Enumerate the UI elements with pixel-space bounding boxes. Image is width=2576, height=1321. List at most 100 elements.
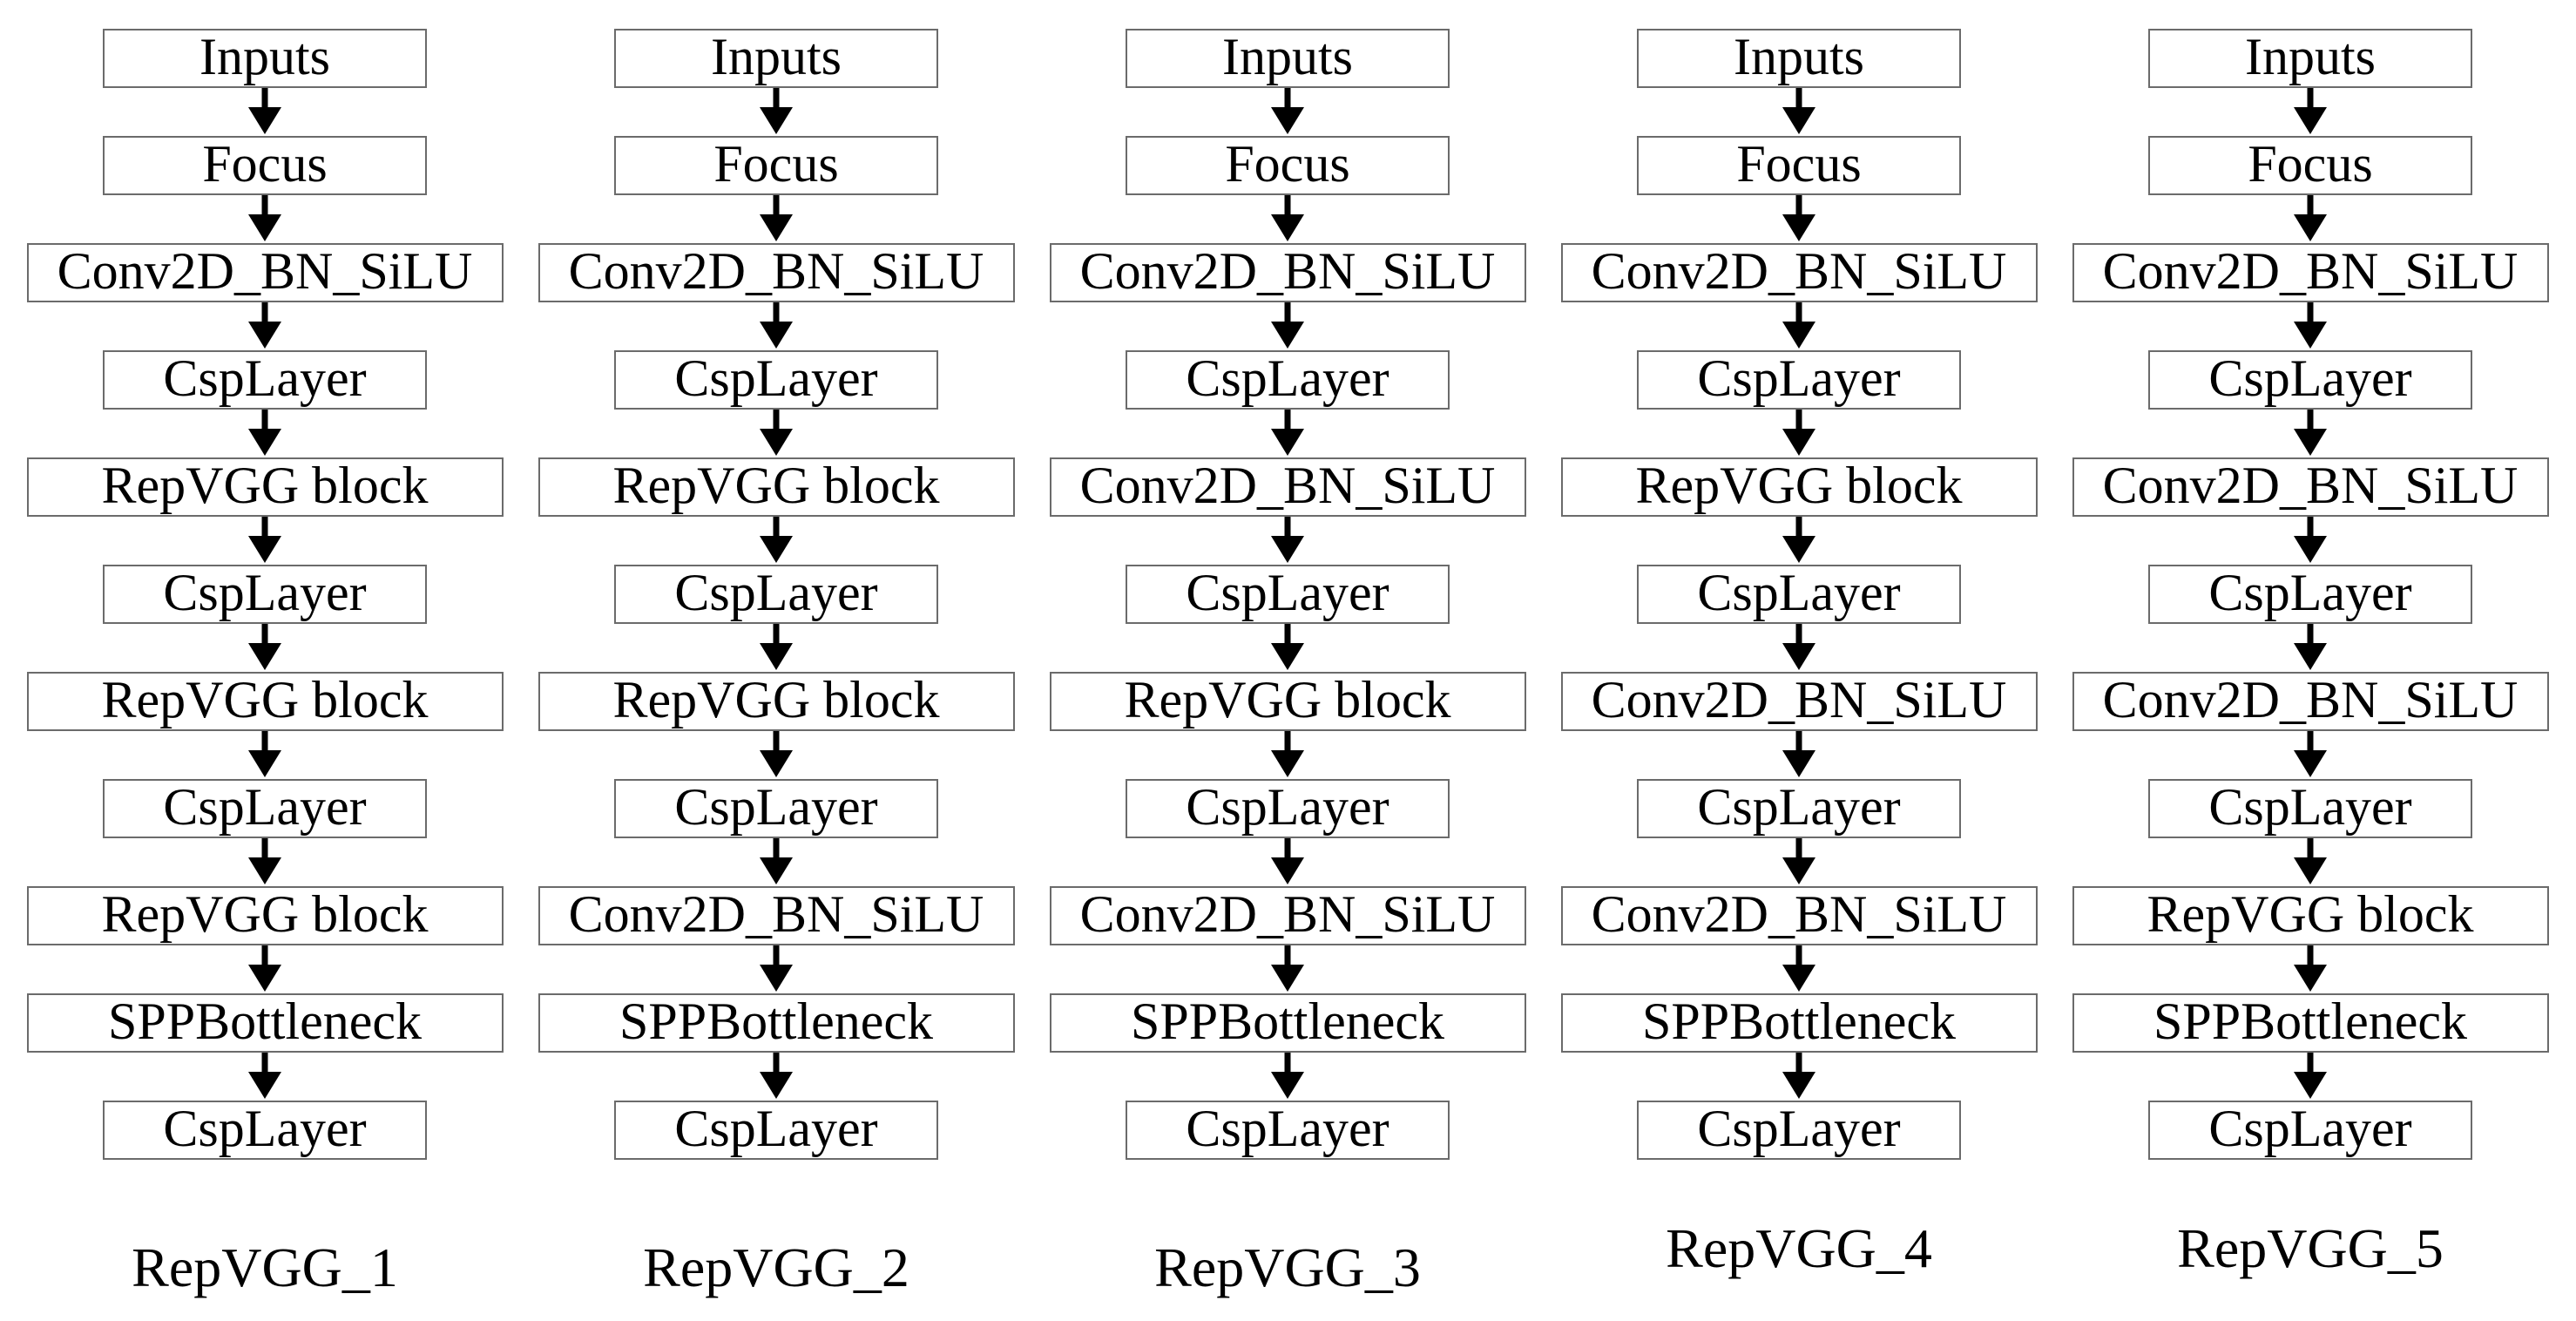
arrow-down-icon [1261, 302, 1314, 350]
arrow-down-icon [1773, 517, 1825, 565]
node-conv2d-bn-silu: Conv2D_BN_SiLU [1560, 243, 2038, 302]
node-csplayer: CspLayer [2148, 350, 2472, 410]
arrow-down-icon [1261, 624, 1314, 672]
arrow-down-icon [1261, 410, 1314, 457]
node-conv2d-bn-silu: Conv2D_BN_SiLU [1560, 672, 2038, 731]
node-csplayer: CspLayer [614, 1101, 938, 1160]
node-sppbottleneck: SPPBottleneck [2072, 993, 2549, 1053]
node-csplayer: CspLayer [1126, 779, 1450, 838]
arrow-down-icon [1261, 731, 1314, 779]
node-csplayer: CspLayer [103, 1101, 427, 1160]
arrow-down-icon [750, 302, 802, 350]
arrow-down-icon [1773, 88, 1825, 136]
node-repvgg-block: RepVGG block [26, 457, 504, 517]
arrow-down-icon [1773, 945, 1825, 993]
arrow-down-icon [239, 517, 291, 565]
arrow-down-icon [750, 624, 802, 672]
node-csplayer: CspLayer [614, 779, 938, 838]
node-conv2d-bn-silu: Conv2D_BN_SiLU [2072, 243, 2549, 302]
node-csplayer: CspLayer [1637, 779, 1961, 838]
column-label: RepVGG_2 [643, 1236, 909, 1298]
arrow-down-icon [239, 945, 291, 993]
arrow-down-icon [2284, 731, 2336, 779]
arrow-down-icon [239, 731, 291, 779]
arrow-down-icon [239, 195, 291, 243]
node-conv2d-bn-silu: Conv2D_BN_SiLU [1049, 457, 1526, 517]
node-conv2d-bn-silu: Conv2D_BN_SiLU [1049, 243, 1526, 302]
node-conv2d-bn-silu: Conv2D_BN_SiLU [1049, 886, 1526, 945]
repvgg-2-column: Inputs Focus Conv2D_BN_SiLU CspLayer Rep… [532, 29, 1020, 1296]
node-conv2d-bn-silu: Conv2D_BN_SiLU [2072, 672, 2549, 731]
node-repvgg-block: RepVGG block [26, 672, 504, 731]
arrow-down-icon [1773, 195, 1825, 243]
arrow-down-icon [1773, 410, 1825, 457]
node-focus: Focus [2148, 136, 2472, 195]
node-csplayer: CspLayer [1637, 565, 1961, 624]
arrow-down-icon [1261, 517, 1314, 565]
node-csplayer: CspLayer [103, 565, 427, 624]
arrow-down-icon [1773, 624, 1825, 672]
node-repvgg-block: RepVGG block [1560, 457, 2038, 517]
arrow-down-icon [750, 945, 802, 993]
node-sppbottleneck: SPPBottleneck [1560, 993, 2038, 1053]
arrow-down-icon [750, 195, 802, 243]
arrow-down-icon [2284, 88, 2336, 136]
arrow-down-icon [750, 838, 802, 886]
node-csplayer: CspLayer [1637, 1101, 1961, 1160]
node-conv2d-bn-silu: Conv2D_BN_SiLU [1560, 886, 2038, 945]
column-label: RepVGG_3 [1154, 1236, 1421, 1298]
arrow-down-icon [2284, 517, 2336, 565]
repvgg-1-column: Inputs Focus Conv2D_BN_SiLU CspLayer Rep… [21, 29, 509, 1296]
node-csplayer: CspLayer [2148, 779, 2472, 838]
arrow-down-icon [239, 302, 291, 350]
arrow-down-icon [2284, 195, 2336, 243]
arrow-down-icon [239, 88, 291, 136]
node-csplayer: CspLayer [614, 565, 938, 624]
arrow-down-icon [1261, 1053, 1314, 1101]
arrow-down-icon [2284, 945, 2336, 993]
arrow-down-icon [750, 731, 802, 779]
node-conv2d-bn-silu: Conv2D_BN_SiLU [538, 886, 1015, 945]
node-repvgg-block: RepVGG block [538, 672, 1015, 731]
node-csplayer: CspLayer [1126, 565, 1450, 624]
node-focus: Focus [614, 136, 938, 195]
node-inputs: Inputs [1126, 29, 1450, 88]
node-sppbottleneck: SPPBottleneck [26, 993, 504, 1053]
node-repvgg-block: RepVGG block [2072, 886, 2549, 945]
node-focus: Focus [1126, 136, 1450, 195]
arrow-down-icon [750, 88, 802, 136]
node-conv2d-bn-silu: Conv2D_BN_SiLU [26, 243, 504, 302]
node-repvgg-block: RepVGG block [26, 886, 504, 945]
arrow-down-icon [239, 624, 291, 672]
node-repvgg-block: RepVGG block [1049, 672, 1526, 731]
node-focus: Focus [1637, 136, 1961, 195]
arrow-down-icon [2284, 624, 2336, 672]
arrow-down-icon [750, 1053, 802, 1101]
arrow-down-icon [1773, 302, 1825, 350]
arrow-down-icon [239, 1053, 291, 1101]
node-sppbottleneck: SPPBottleneck [538, 993, 1015, 1053]
node-sppbottleneck: SPPBottleneck [1049, 993, 1526, 1053]
column-label: RepVGG_1 [132, 1236, 398, 1298]
node-conv2d-bn-silu: Conv2D_BN_SiLU [538, 243, 1015, 302]
node-inputs: Inputs [614, 29, 938, 88]
node-conv2d-bn-silu: Conv2D_BN_SiLU [2072, 457, 2549, 517]
node-inputs: Inputs [1637, 29, 1961, 88]
repvgg-4-column: Inputs Focus Conv2D_BN_SiLU CspLayer Rep… [1555, 29, 2043, 1296]
arrow-down-icon [750, 517, 802, 565]
arrow-down-icon [750, 410, 802, 457]
node-csplayer: CspLayer [2148, 1101, 2472, 1160]
arrow-down-icon [1261, 838, 1314, 886]
arrow-down-icon [2284, 302, 2336, 350]
arrow-down-icon [239, 838, 291, 886]
node-csplayer: CspLayer [614, 350, 938, 410]
arrow-down-icon [1773, 838, 1825, 886]
arrow-down-icon [1261, 945, 1314, 993]
arrow-down-icon [1773, 1053, 1825, 1101]
node-csplayer: CspLayer [2148, 565, 2472, 624]
arrow-down-icon [2284, 838, 2336, 886]
node-csplayer: CspLayer [103, 779, 427, 838]
arrow-down-icon [1261, 88, 1314, 136]
